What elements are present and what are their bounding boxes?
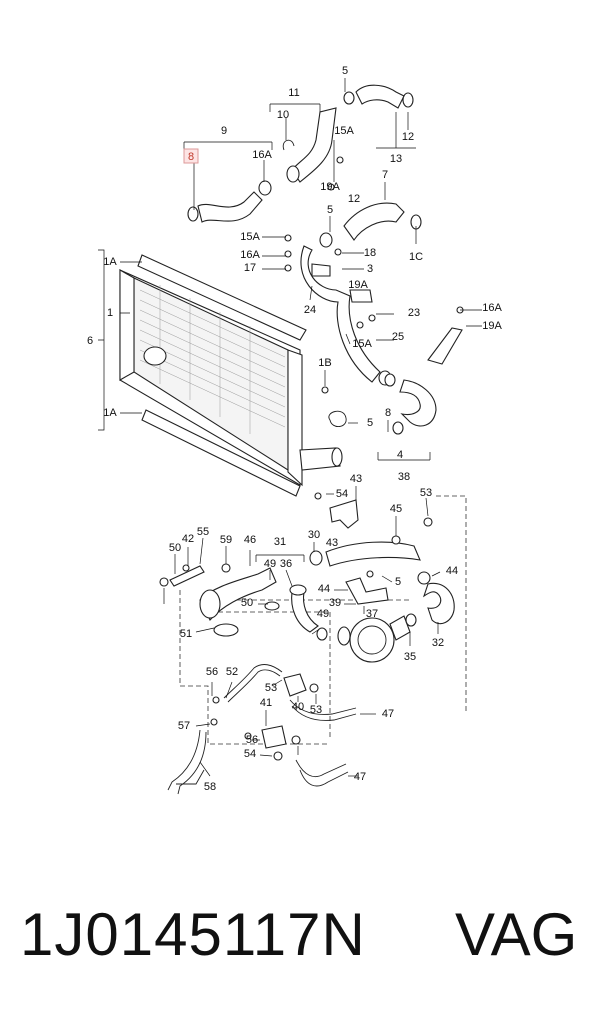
callout-19a: 19A (320, 181, 340, 193)
callout-3: 3 (367, 263, 373, 275)
callout-19a: 19A (482, 320, 502, 332)
callout-42: 42 (182, 533, 194, 545)
callout-16a: 16A (482, 302, 502, 314)
callout-39: 39 (329, 597, 341, 609)
callout-8: 8 (385, 407, 391, 419)
callout-23: 23 (408, 307, 420, 319)
callout-50: 50 (169, 542, 181, 554)
callout-52: 52 (226, 666, 238, 678)
callout-43: 43 (326, 537, 338, 549)
callout-13: 13 (390, 153, 402, 165)
callout-53: 53 (310, 704, 322, 716)
callout-12: 12 (348, 193, 360, 205)
callout-5: 5 (327, 204, 333, 216)
callout-24: 24 (304, 304, 316, 316)
highlight-box (183, 148, 199, 164)
callout-labels: 5111012139815A16A19A127519A15A16A171831C… (87, 65, 503, 793)
callout-5: 5 (367, 417, 373, 429)
callout-59: 59 (220, 534, 232, 546)
callout-19a: 19A (348, 279, 368, 291)
callout-31: 31 (274, 536, 286, 548)
callout-44: 44 (446, 565, 458, 577)
callout-6: 6 (87, 335, 93, 347)
callout-5: 5 (395, 576, 401, 588)
callout-8-highlighted: 8 (188, 151, 194, 163)
callout-17: 17 (244, 262, 256, 274)
callout-30: 30 (308, 529, 320, 541)
callout-36: 36 (280, 558, 292, 570)
callout-10: 10 (277, 109, 289, 121)
callout-15a: 15A (334, 125, 354, 137)
callout-4: 4 (397, 449, 403, 461)
callout-53: 53 (265, 682, 277, 694)
callout-15a: 15A (352, 338, 372, 350)
callout-16a: 16A (252, 149, 272, 161)
callout-7: 7 (382, 169, 388, 181)
callout-51: 51 (180, 628, 192, 640)
callout-1a: 1A (103, 256, 117, 268)
callout-1b: 1B (318, 357, 331, 369)
callout-1c: 1C (409, 251, 423, 263)
callout-38: 38 (398, 471, 410, 483)
callout-49: 49 (317, 608, 329, 620)
callout-12: 12 (402, 131, 414, 143)
callout-15a: 15A (240, 231, 260, 243)
callout-54: 54 (244, 748, 256, 760)
callout-45: 45 (390, 503, 402, 515)
callout-56: 56 (206, 666, 218, 678)
callout-35: 35 (404, 651, 416, 663)
callout-11: 11 (288, 87, 299, 99)
callout-54: 54 (336, 488, 348, 500)
callout-58: 58 (204, 781, 216, 793)
callout-47: 47 (382, 708, 394, 720)
turbo-assembly (159, 492, 467, 795)
callout-9: 9 (221, 125, 227, 137)
callout-32: 32 (432, 637, 444, 649)
caption: 1J0145117N VAG (0, 895, 600, 975)
callout-1a: 1A (103, 407, 117, 419)
callout-44: 44 (318, 583, 330, 595)
intercooler (119, 254, 343, 497)
callout-5: 5 (342, 65, 348, 77)
callout-16a: 16A (240, 249, 260, 261)
callout-55: 55 (197, 526, 209, 538)
callout-47: 47 (354, 771, 366, 783)
part-number: 1J0145117N (20, 901, 366, 968)
callout-53: 53 (420, 487, 432, 499)
callout-57: 57 (178, 720, 190, 732)
callout-18: 18 (364, 247, 376, 259)
brand-name: VAG (455, 901, 578, 968)
callout-50: 50 (241, 597, 253, 609)
callout-25: 25 (392, 331, 404, 343)
callout-41: 41 (260, 697, 272, 709)
callout-1: 1 (107, 307, 113, 319)
exploded-parts-diagram: 5111012139815A16A19A127519A15A16A171831C… (87, 65, 503, 795)
charge-hoses (187, 84, 464, 435)
callout-46: 46 (244, 534, 256, 546)
callout-49: 49 (264, 558, 276, 570)
callout-40: 40 (292, 701, 304, 713)
callout-37: 37 (366, 608, 378, 620)
callout-43: 43 (350, 473, 362, 485)
callout-56: 56 (246, 734, 258, 746)
callouts (98, 78, 482, 777)
